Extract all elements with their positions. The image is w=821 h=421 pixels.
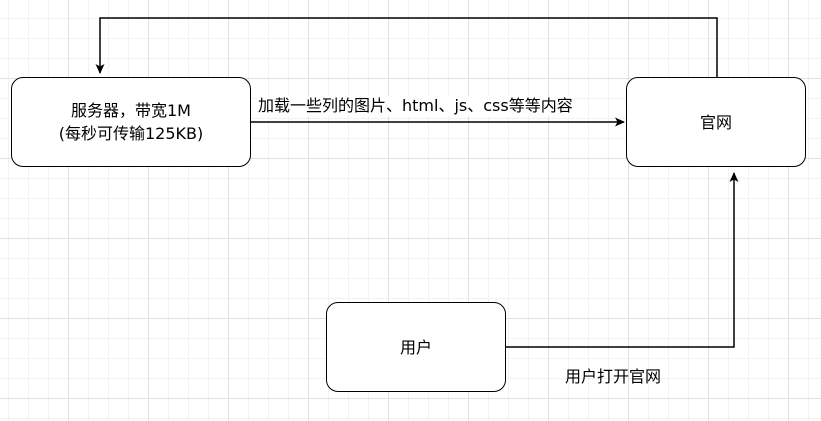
edge-label-server-to-website: 加载一些列的图片、html、js、css等等内容 xyxy=(258,96,573,116)
node-user[interactable]: 用户 xyxy=(326,302,506,392)
edge-website-to-server xyxy=(95,17,718,77)
node-website[interactable]: 官网 xyxy=(626,77,806,167)
node-server[interactable]: 服务器，带宽1M (每秒可传输125KB) xyxy=(11,77,251,167)
node-server-line1: 服务器，带宽1M xyxy=(71,101,191,120)
edge-label-user-to-website: 用户打开官网 xyxy=(565,367,662,386)
edge-user-to-website xyxy=(506,172,739,348)
node-website-label: 官网 xyxy=(699,112,732,132)
node-user-label: 用户 xyxy=(399,337,432,357)
node-server-line2: (每秒可传输125KB) xyxy=(58,124,204,143)
